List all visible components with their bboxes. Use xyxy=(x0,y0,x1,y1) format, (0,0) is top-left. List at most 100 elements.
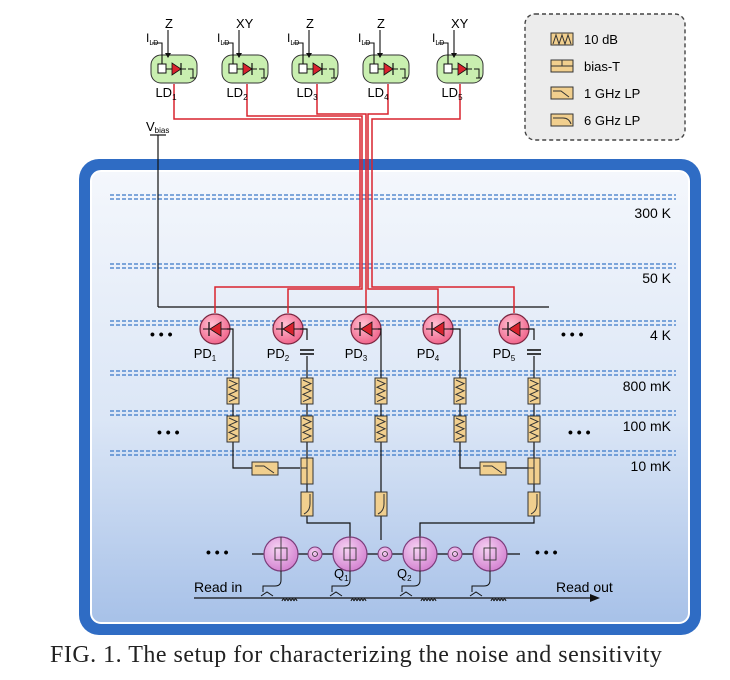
coupler-icon xyxy=(312,551,318,557)
control-arrow-icon xyxy=(236,53,242,58)
photodiode-5: PD5 xyxy=(493,313,535,363)
current-input-line xyxy=(438,42,449,69)
photodiode-label: PD2 xyxy=(267,346,290,363)
photodiode-output-line xyxy=(526,328,535,340)
ellipsis-qubit-left: • • • xyxy=(206,544,229,560)
ground-line xyxy=(474,68,480,78)
coupler-body xyxy=(307,546,323,562)
lowpass-6ghz-3 xyxy=(527,491,541,517)
readout-resonator xyxy=(471,571,491,592)
ellipsis-4k-left: • • • xyxy=(150,326,173,342)
laser-driver-line-label: XY xyxy=(451,16,469,31)
ground-line xyxy=(188,68,194,78)
laser-driver-current-label: ILD xyxy=(358,31,370,47)
attenuator-4-1 xyxy=(453,377,467,405)
attenuator-4-2 xyxy=(453,415,467,443)
attenuator-icon xyxy=(528,417,540,441)
attenuator-1-1 xyxy=(226,377,240,405)
current-input-line xyxy=(223,42,234,69)
laser-diode-icon xyxy=(312,62,323,76)
photodiode-icon xyxy=(360,321,373,337)
optical-fibers xyxy=(173,84,515,313)
stage-label-300k: 300 K xyxy=(634,205,671,221)
coupler-1 xyxy=(307,546,323,562)
transmon-1 xyxy=(260,536,299,602)
attenuators xyxy=(226,377,541,443)
photodiode-output-line xyxy=(227,328,234,340)
bias-label: Vbias xyxy=(146,119,169,135)
current-input-line xyxy=(152,42,163,69)
laser-driver-current-label: ILD xyxy=(146,31,158,47)
lowpass-1ghz-icon xyxy=(550,86,574,100)
transmon-2 xyxy=(329,536,368,602)
current-source-icon xyxy=(298,63,308,74)
read-in-label: Read in xyxy=(194,579,242,595)
lowpass-1ghz-icon xyxy=(255,465,275,474)
laser-driver-current-label: ILD xyxy=(287,31,299,47)
attenuator-3-1 xyxy=(374,377,388,405)
attenuator-5-2 xyxy=(527,415,541,443)
inductor-icon xyxy=(350,598,367,602)
laser-driver-current-label: ILD xyxy=(217,31,229,47)
laser-driver-label: LD1 xyxy=(155,85,177,102)
laser-diode-icon xyxy=(242,62,253,76)
lowpass-6ghz-icon xyxy=(377,494,385,515)
attenuator-1-2 xyxy=(226,415,240,443)
attenuator-icon xyxy=(301,417,313,441)
attenuator-icon xyxy=(454,417,466,441)
coupler-2 xyxy=(377,546,393,562)
ellipsis-qubit-right: • • • xyxy=(535,544,558,560)
photodiode-icon xyxy=(432,321,445,337)
photodiode-4: PD4 xyxy=(417,313,461,363)
current-source-icon xyxy=(157,63,167,74)
coupler-icon xyxy=(452,551,458,557)
lowpass-6ghz-2 xyxy=(374,491,388,517)
photodiode-2: PD2 xyxy=(267,313,308,363)
attenuator-icon xyxy=(375,379,387,403)
current-input-line xyxy=(364,42,375,69)
attenuator-icon xyxy=(375,417,387,441)
photodiode-label: PD1 xyxy=(194,346,217,363)
laser-driver-line-label: Z xyxy=(165,16,173,31)
bias-line xyxy=(150,134,549,308)
attenuator-icon xyxy=(301,379,313,403)
bias-tees xyxy=(300,457,541,485)
capacitor-symbols xyxy=(300,349,541,355)
lowpass-6ghz-icon xyxy=(303,494,311,515)
lowpass-1ghz-1 xyxy=(251,461,279,476)
lowpass-6ghz-1 xyxy=(300,491,314,517)
current-source-icon xyxy=(228,63,238,74)
photodiode-3: PD3 xyxy=(345,313,382,363)
laser-driver-line-label: Z xyxy=(377,16,385,31)
laser-driver-label: LD2 xyxy=(226,85,248,102)
stage-label-50k: 50 K xyxy=(642,270,671,286)
legend-label-bias-tee: bias-T xyxy=(584,59,620,74)
ground-line xyxy=(400,68,406,78)
photodiode-output-line xyxy=(450,328,461,340)
attenuator-5-1 xyxy=(527,377,541,405)
photodiodes: PD1 PD2 PD3 PD4 PD5 xyxy=(194,313,535,363)
bias-tee-2 xyxy=(527,457,541,485)
attenuator-icon xyxy=(454,379,466,403)
lowpass-filters xyxy=(251,461,541,517)
laser-diode-icon xyxy=(171,62,182,76)
photodiode-output-line xyxy=(300,328,308,340)
attenuator-2-2 xyxy=(300,415,314,443)
control-arrow-icon xyxy=(451,53,457,58)
attenuator-icon xyxy=(227,417,239,441)
coupler-3 xyxy=(447,546,463,562)
legend-label-lowpass-1ghz: 1 GHz LP xyxy=(584,86,640,101)
laser-driver-line-label: XY xyxy=(236,16,254,31)
laser-driver-label: LD5 xyxy=(441,85,463,102)
legend-label-attenuator: 10 dB xyxy=(584,32,618,47)
temperature-stage-lines xyxy=(110,194,676,456)
transmon-3 xyxy=(399,536,438,602)
laser-diode-icon xyxy=(383,62,394,76)
control-arrow-icon xyxy=(306,53,312,58)
control-arrow-icon xyxy=(165,53,171,58)
